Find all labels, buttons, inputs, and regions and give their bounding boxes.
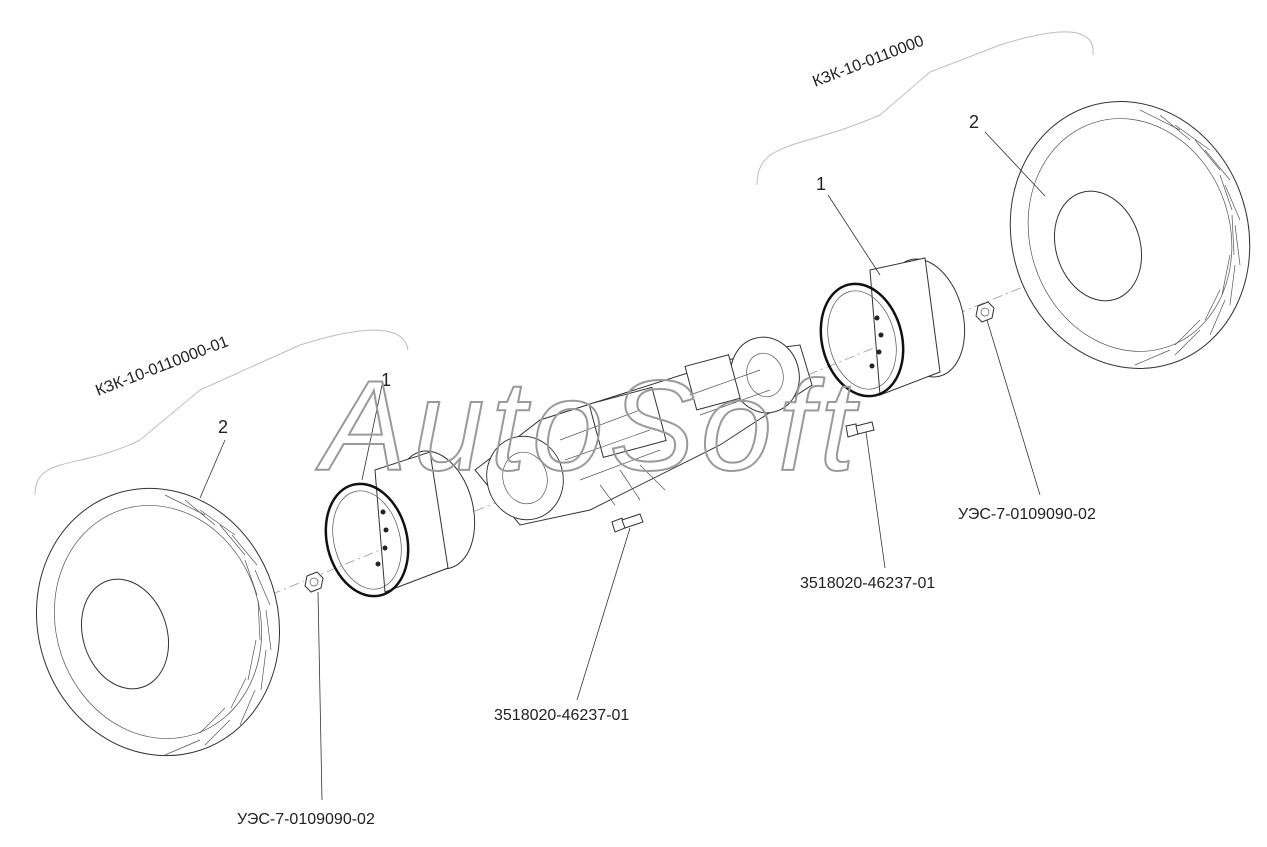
left-group-brace — [34, 329, 409, 496]
leader-lines — [199, 131, 1046, 801]
label-left-nut: УЭС-7-0109090-02 — [237, 811, 375, 828]
callout-left-tire: 2 — [218, 417, 228, 437]
right-group-brace — [756, 31, 1094, 186]
drive-axle — [474, 336, 813, 526]
callout-right-rim: 1 — [816, 174, 826, 194]
right-rim — [819, 257, 966, 398]
callout-left-rim: 1 — [381, 370, 391, 390]
left-bolt — [611, 513, 644, 533]
left-group-label: КЗК-10-0110000-01 — [93, 333, 231, 399]
watermark: AutoSoft — [315, 355, 861, 498]
right-bolt — [845, 421, 875, 438]
right-group-label: КЗК-10-0110000 — [810, 33, 926, 91]
left-tire — [35, 487, 281, 757]
callout-right-tire: 2 — [969, 112, 979, 132]
label-right-nut: УЭС-7-0109090-02 — [958, 506, 1096, 523]
right-tire — [1009, 101, 1251, 369]
left-rim — [324, 450, 476, 598]
right-wheel-nut — [975, 301, 995, 323]
label-left-bolt: 3518020-46237-01 — [494, 707, 629, 724]
label-right-bolt: 3518020-46237-01 — [800, 575, 935, 592]
left-wheel-nut — [304, 571, 324, 593]
